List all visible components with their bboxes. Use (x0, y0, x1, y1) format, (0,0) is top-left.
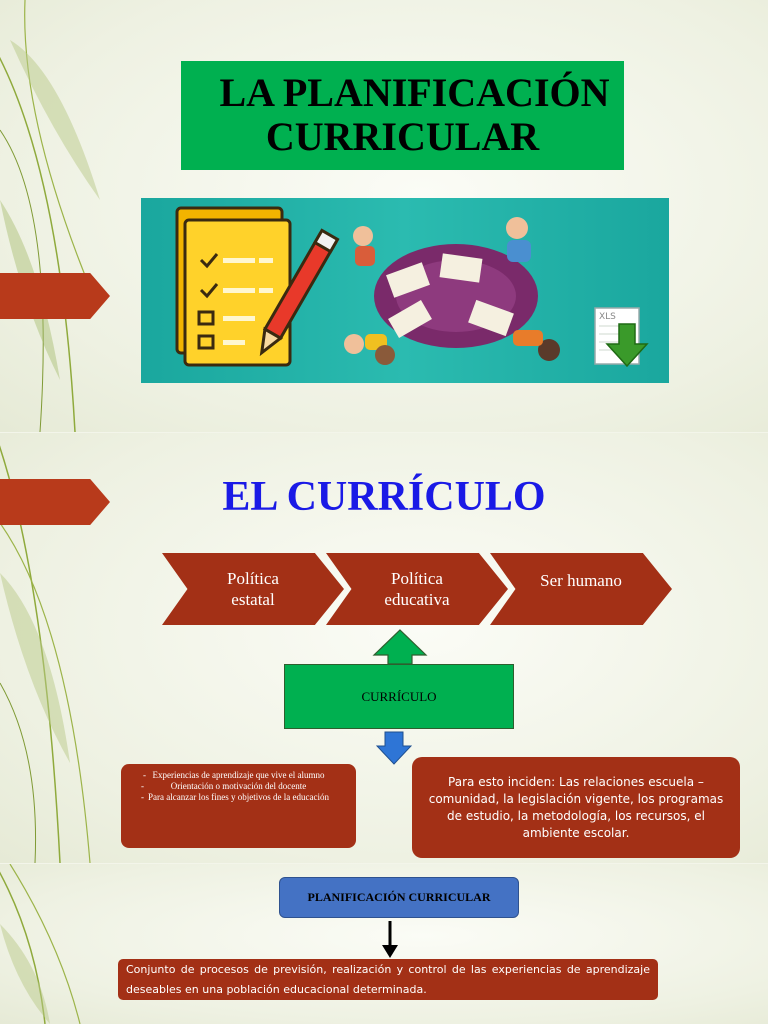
title-line-2: CURRICULAR (265, 114, 540, 159)
banner-illustration: XLS (175, 206, 649, 368)
slide-marker (0, 479, 110, 525)
planificacion-curricular-box: PLANIFICACIÓN CURRICULAR (279, 877, 519, 918)
decorative-leaves (0, 864, 81, 1024)
xls-label: XLS (599, 312, 616, 322)
arrow-down-icon (382, 921, 398, 958)
decorative-leaves (0, 445, 91, 863)
curriculo-box: CURRÍCULO (284, 664, 514, 729)
list-item: Experiencias de aprendizaje que vive el … (129, 770, 348, 781)
title-line-1: LA PLANIFICACIÓN (219, 70, 610, 115)
slide-marker (0, 273, 110, 319)
learning-experiences-box: Experiencias de aprendizaje que vive el … (121, 764, 356, 848)
banner-image: XLS (141, 198, 669, 383)
definition-box: Conjunto de procesos de previsión, reali… (118, 959, 658, 1000)
xls-download-icon: XLS (594, 307, 649, 368)
decorative-leaves (0, 0, 100, 432)
pencil-icon (259, 228, 340, 357)
chevron-ser-humano: Ser humano (490, 553, 672, 625)
list-item: Para alcanzar los fines y objetivos de l… (129, 792, 348, 803)
arrow-down-icon (376, 731, 412, 765)
influencing-factors-box: Para esto inciden: Las relaciones escuel… (412, 757, 740, 858)
title-box: LA PLANIFICACIÓN CURRICULAR (181, 61, 624, 170)
influencing-factors-text: Para esto inciden: Las relaciones escuel… (428, 774, 724, 840)
slide-title: LA PLANIFICACIÓN CURRICULAR (0, 0, 768, 432)
students-group-illustration (344, 217, 560, 365)
arrow-up-icon (372, 629, 428, 665)
list-item: Orientación o motivación del docente (129, 781, 348, 792)
page-title: EL CURRÍCULO (222, 474, 546, 520)
slide-planificacion: PLANIFICACIÓN CURRICULAR Conjunto de pro… (0, 864, 768, 1024)
